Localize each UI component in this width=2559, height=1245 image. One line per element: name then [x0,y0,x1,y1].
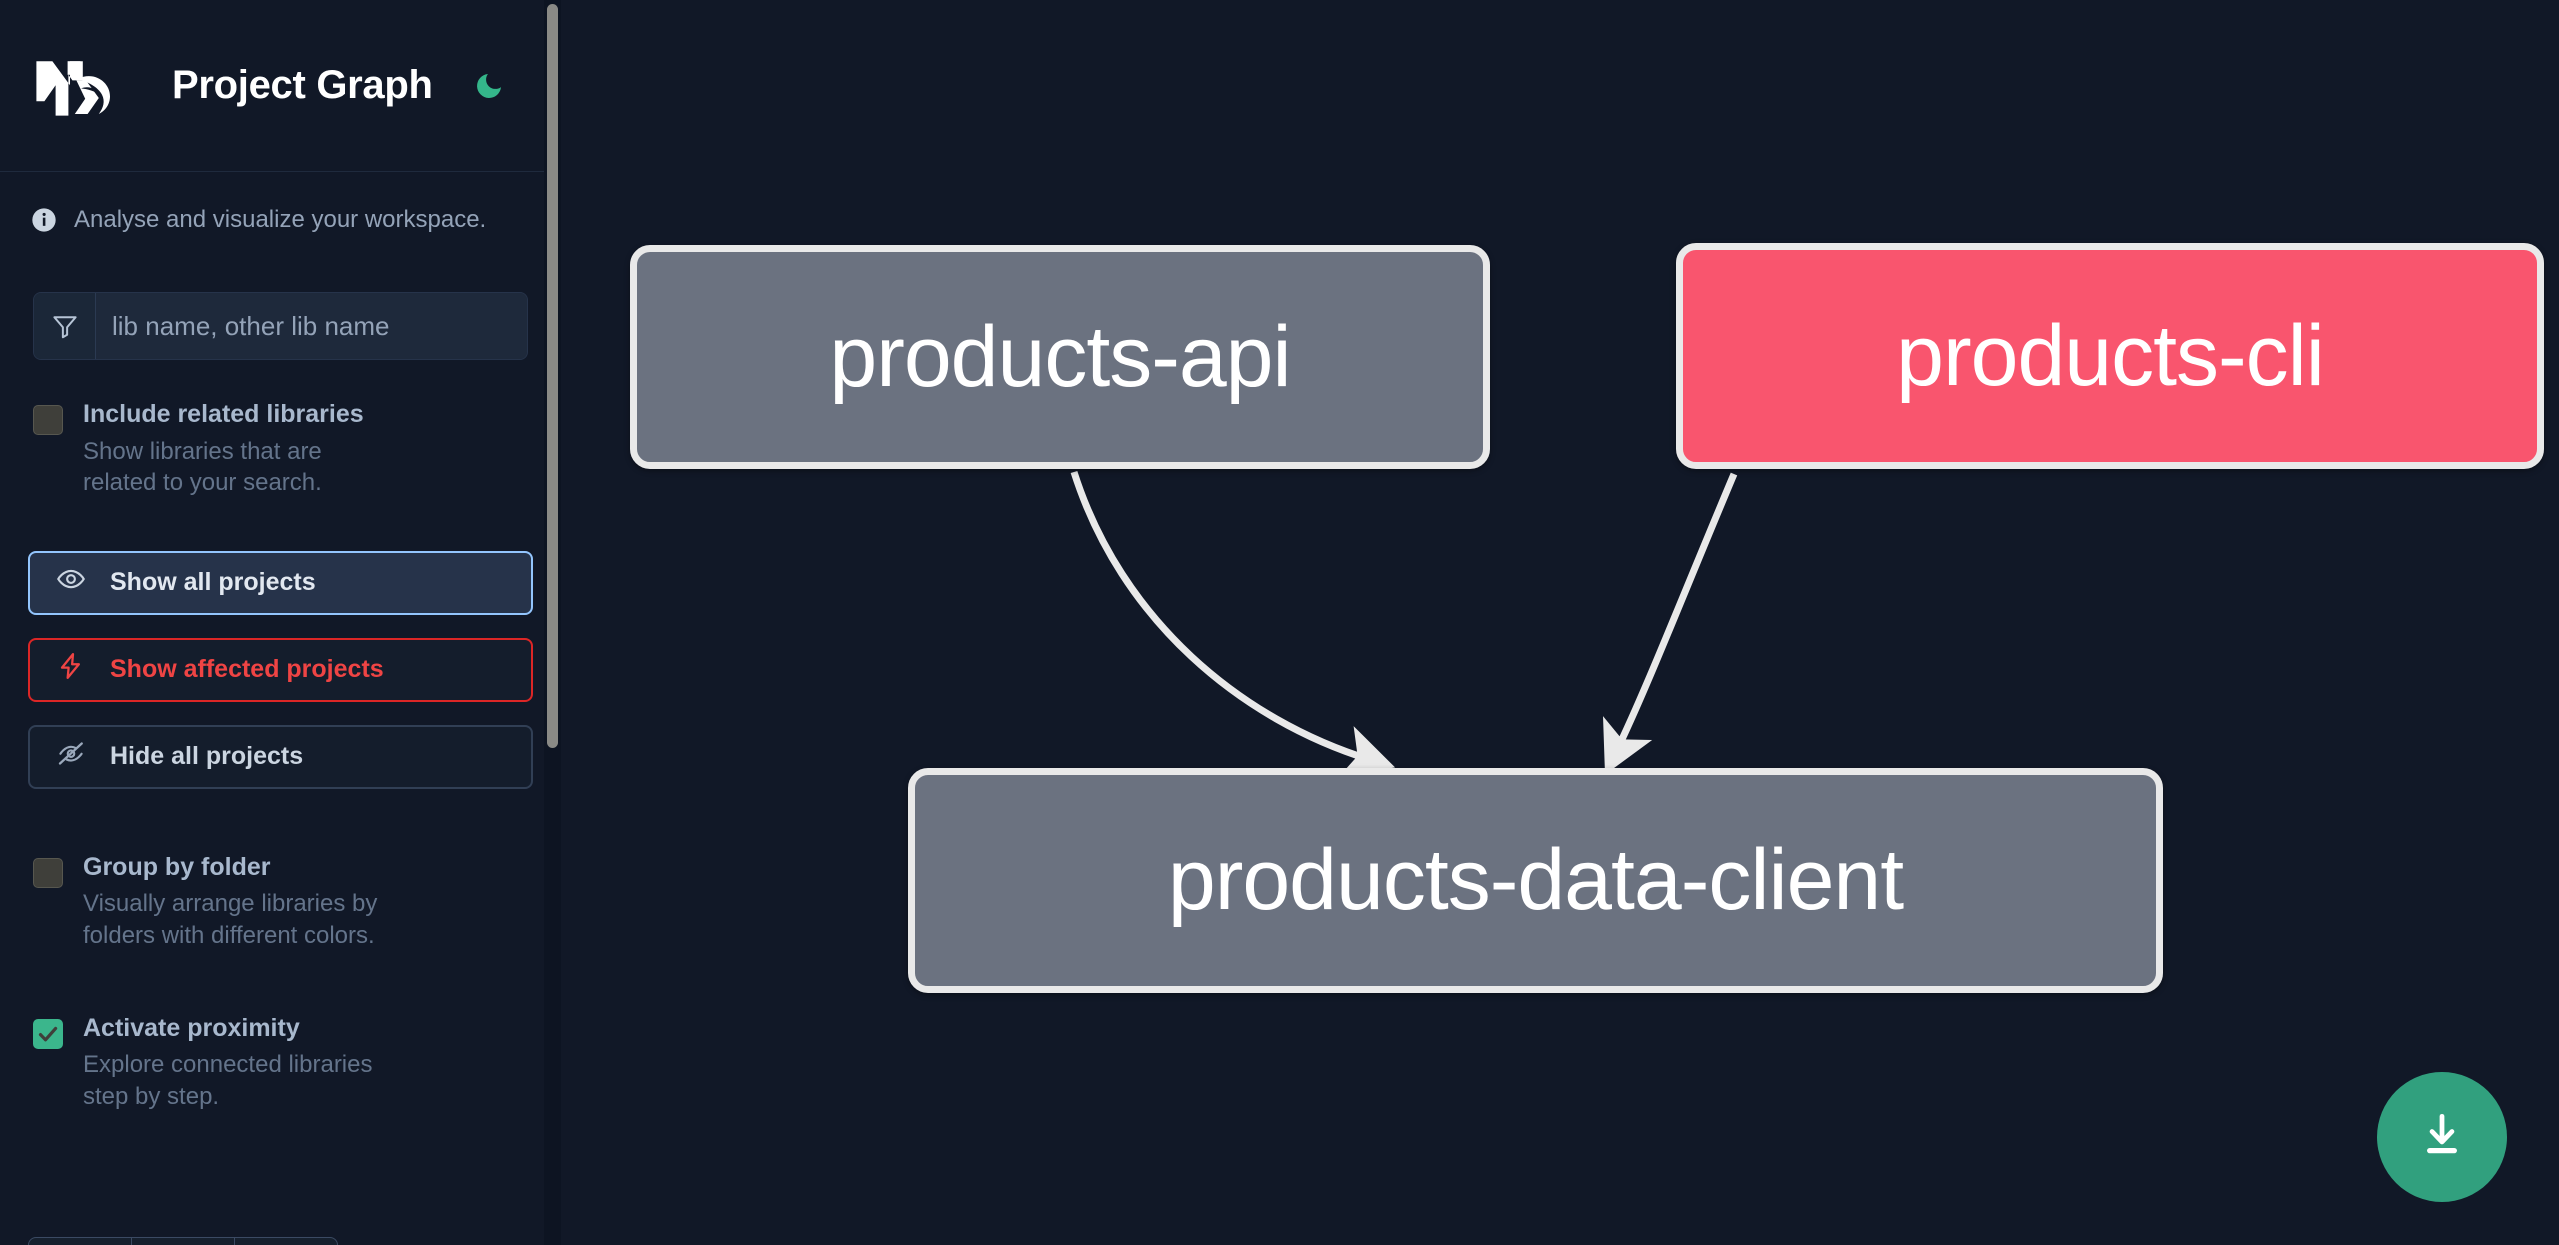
nx-logo-icon [30,56,126,116]
checkbox-group-by-folder[interactable] [33,857,63,888]
node-label: products-cli [1896,307,2325,404]
checkbox-include-related-libraries[interactable] [33,405,63,435]
sidebar-scrollbar-thumb[interactable] [547,4,558,748]
moon-icon[interactable] [467,64,511,108]
option-text: Activate proximity Explore connected lib… [83,1014,383,1113]
option-text: Group by folder Visually arrange librari… [83,853,383,952]
option-activate-proximity[interactable]: Activate proximity Explore connected lib… [0,1014,561,1113]
search-bar[interactable] [33,292,528,360]
option-description: Visually arrange libraries by folders wi… [83,890,378,950]
download-graph-button[interactable] [2377,1072,2507,1202]
proximity-stepper-group[interactable] [28,1237,338,1245]
graph-node-products-data-client[interactable]: products-data-client [908,768,2163,993]
download-icon [2416,1109,2468,1166]
sidebar-header: Project Graph [0,0,561,172]
graph-node-products-cli[interactable]: products-cli [1676,243,2544,469]
graph-canvas[interactable]: products-api products-cli products-data-… [561,0,2559,1245]
option-label: Activate proximity [83,1013,300,1042]
sidebar-scrollbar-track[interactable] [544,0,561,1245]
button-label: Show affected projects [110,655,384,684]
edge-products-api-to-products-data-client[interactable] [1070,470,1396,779]
eye-off-icon [56,738,86,775]
sidebar: Project Graph Analyse and visualize your… [0,0,561,1245]
checkbox-activate-proximity[interactable] [33,1018,63,1049]
option-text: Include related libraries Show libraries… [83,400,383,499]
option-group-by-folder[interactable]: Group by folder Visually arrange librari… [0,853,561,952]
option-label: Group by folder [83,852,271,881]
graph-node-products-api[interactable]: products-api [630,245,1490,469]
node-label: products-api [829,308,1291,405]
hide-all-projects-button[interactable]: Hide all projects [28,724,533,789]
page-title: Project Graph [172,63,433,107]
button-label: Hide all projects [110,742,304,771]
workspace-info-text: Analyse and visualize your workspace. [74,206,487,233]
project-visibility-buttons: Show all projects Show affected projects [28,550,533,789]
node-label: products-data-client [1167,832,1904,928]
filter-funnel-icon [34,293,96,359]
info-circle-icon [30,206,58,234]
eye-icon [56,564,86,601]
proximity-stepper-decrease[interactable] [29,1238,132,1245]
button-label: Show all projects [110,568,316,597]
graph-edges-layer [1070,470,1738,779]
option-description: Explore connected libraries step by step… [83,1051,373,1110]
show-affected-projects-button[interactable]: Show affected projects [28,637,533,702]
show-all-projects-button[interactable]: Show all projects [28,550,533,615]
lightning-bolt-icon [56,651,86,688]
option-include-related-libraries[interactable]: Include related libraries Show libraries… [0,400,561,499]
search-input[interactable] [96,293,527,359]
edge-products-cli-to-products-data-client[interactable] [1603,472,1738,775]
proximity-stepper-value[interactable] [132,1238,235,1245]
proximity-stepper-increase[interactable] [235,1238,337,1245]
option-label: Include related libraries [83,400,364,428]
workspace-info: Analyse and visualize your workspace. [0,172,561,234]
option-description: Show libraries that are related to your … [83,437,322,497]
